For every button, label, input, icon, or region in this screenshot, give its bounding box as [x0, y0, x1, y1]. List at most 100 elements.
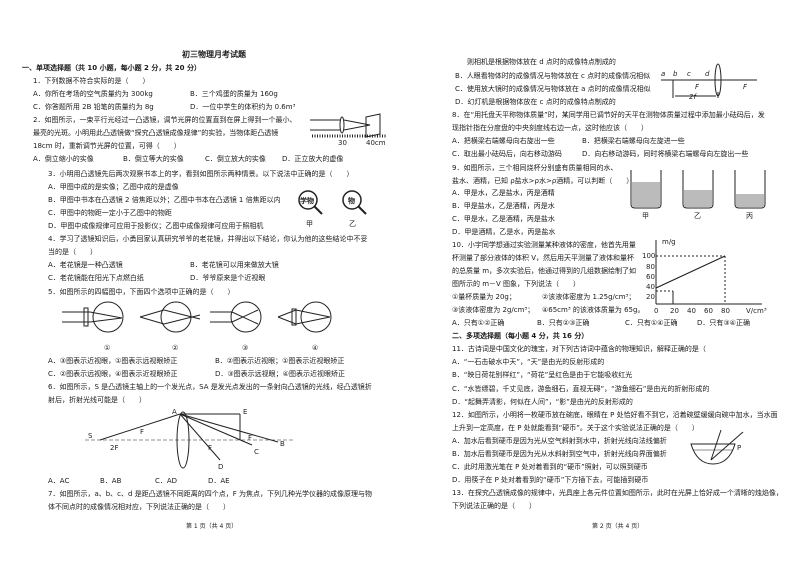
question-2-line3: 18cm 时，重新调节光屏的位置，可得（ ） — [33, 142, 181, 150]
label-2f: 2f — [689, 93, 697, 101]
ruler-label-30: 30 — [338, 139, 347, 147]
question-10-line3: 的总质量 m，多次实验后，他通过得到的几组数据绘制了如 — [452, 267, 637, 275]
label-B: B — [280, 440, 285, 448]
q12-option-d: D．用筷子在 P 处对着看到的“硬币”下方插下去，可能插到硬币 — [452, 476, 649, 484]
label-C: C — [254, 448, 259, 456]
mv-line — [655, 255, 726, 289]
question-3: 3．小明用凸透镜先后两次观察书本上的字，看到如图所示两种情景。以下说法中正确的是… — [48, 170, 354, 178]
point-d: d — [705, 70, 710, 78]
q10-option-a: A．只有①②正确 — [452, 319, 505, 327]
question-10-line2: 杯测量了部分液体的体积 V，然后用天平测量了液体和量杯 — [452, 254, 635, 262]
x-tick-80: 80 — [721, 307, 730, 315]
q3-option-b: B．甲图中书本在凸透镜 2 倍焦距以外；乙图中书本在凸透镜 1 倍焦距以内 — [48, 196, 281, 204]
x-tick-40: 40 — [687, 307, 696, 315]
label-F-left: F — [140, 428, 144, 436]
q12-option-c: C．此时用激光笔在 P 处对着看到的“硬币”照射，可以照到硬币 — [452, 463, 648, 471]
q7-option-c: C．使用放大镜时的成像情况与物体放在 a 点时的成像情况相似 — [455, 85, 651, 93]
q8-option-b: B．把横梁右端螺母向左旋进一些 — [582, 137, 685, 145]
question-5: 5．如图所示的四幅图中，下面四个选项中正确的是（ ） — [48, 288, 235, 296]
y-tick-20: 20 — [646, 293, 655, 301]
q6-option-d: D．AE — [208, 477, 230, 485]
x-tick-20: 20 — [670, 307, 679, 315]
q12-bowl-figure: P — [690, 429, 744, 465]
question-6: 6．如图所示，S 是凸透镜主轴上的一个发光点，SA 是发光点发出的一条射向凸透镜… — [48, 383, 372, 391]
q2-option-c: C．倒立放大的实像 — [205, 155, 266, 163]
q5-eye-diagrams: ① ② ③ ④ — [62, 301, 332, 352]
q10-statement-3: ③该液体密度为 2g/cm³； — [452, 306, 535, 314]
question-12-line2: 上升到一定高度，在 P 处就能看到“硬币”。关于这个实验说法正确的是（ ） — [452, 424, 699, 432]
x-axis-label: V/cm³ — [746, 307, 767, 315]
q7-option-b: B．人眼看物体时的成像情况与物体放在 c 点时的成像情况相似 — [455, 72, 651, 80]
eye-label-1: ① — [104, 344, 110, 352]
q6-lens-ray-figure: S A 2F F F F E C D B — [85, 408, 295, 471]
q2-option-b: B．倒立等大的实像 — [123, 155, 184, 163]
q2-lens-figure: 30 40cm — [310, 113, 386, 147]
question-9-line2: 盐水、酒精，已知 ρ盐水>ρ水>ρ酒精，可以判断（ ） — [452, 177, 634, 185]
q10-mv-graph: m/g V/cm³ 20 40 60 80 100 0 20 40 60 80 — [642, 238, 767, 315]
beaker-label-bing: 丙 — [746, 212, 753, 220]
q3-image-text-1: 学物 — [300, 196, 314, 205]
beaker-bing — [734, 170, 766, 209]
label-F-far: F — [248, 434, 252, 442]
q3-image-text-2: 物 — [348, 196, 355, 205]
question-2: 2．如图所示，一束平行光经过一凸透镜，调节光屏的位置直到在屏上得到一个最小、 — [33, 116, 297, 124]
q6-option-b: B．AB — [100, 477, 122, 485]
q6-option-a: A．AC — [48, 477, 70, 485]
q6-option-c: C．AD — [155, 477, 178, 485]
q5-option-a: A．③图表示近视眼，①图表示远视眼矫正 — [48, 357, 178, 365]
point-a: a — [661, 70, 665, 78]
q1-option-b: B．三个鸡蛋的质量为 160g — [190, 90, 278, 98]
question-10: 10．小宇同学想通过实验测量某种液体的密度，他首先用量 — [452, 241, 636, 249]
q8-option-d: D．向右移动游码，同时将横梁右端螺母向左旋出一些 — [582, 150, 749, 158]
q11-option-c: C．“水皆缥碧，千丈见底，游鱼细石，直视无碍”，“游鱼细石”是由光的折射形成的 — [452, 385, 710, 393]
question-8-line2: 现指针指在分度盘的中央刻度线右边一点，这时他应该（ ） — [452, 124, 648, 132]
q3-label-jia: 甲 — [306, 220, 313, 228]
beaker-label-jia: 甲 — [642, 212, 649, 220]
q3-option-d: D．甲图中成像规律可应用于投影仪；乙图中成像规律可应用于照相机 — [48, 222, 264, 230]
question-13-line2: 下列说法正确的是（ ） — [452, 502, 536, 510]
q9-option-a: A．甲是水，乙是盐水，丙是酒精 — [452, 189, 555, 197]
question-8: 8．在“用托盘天平称物体质量”时，某同学用已调节好的天平在测物体质量过程中添加最… — [452, 111, 765, 119]
eye-diagram-3 — [210, 301, 262, 333]
beaker-jia — [630, 170, 662, 209]
q11-option-d: D．“起舞弄清影，何似在人间”，“影”是由光的反射形成的 — [452, 398, 633, 406]
q10-option-b: B．只有②③正确 — [537, 319, 590, 327]
q1-option-c: C．你答题所用 2B 铅笔的质量约为 8g — [33, 103, 154, 111]
q12-option-b: B．加水后看到硬币是因为光从水斜射到空气中，折射光线向界面偏折 — [452, 450, 667, 458]
q9-option-b: B．甲是盐水，乙是酒精，丙是水 — [452, 202, 555, 210]
q4-option-d: D．爷爷原来是个近视眼 — [190, 274, 266, 282]
label-2F: 2F — [110, 444, 118, 452]
q4-option-c: C．老花镜能在阳光下点燃白纸 — [48, 274, 144, 282]
question-2-line2: 最亮的光斑。小明用此凸透镜做“探究凸透镜成像规律”的实验，当物体距凸透镜 — [33, 129, 279, 137]
q11-option-b: B．“映日荷花别样红”，“荷花”呈红色是由于它能吸收红光 — [452, 371, 633, 379]
focus-left: F — [695, 83, 700, 91]
eye-diagram-2 — [139, 301, 201, 333]
q2-option-d: D．正立放大的虚像 — [282, 155, 344, 163]
eye-diagram-1 — [62, 301, 124, 333]
q9-option-c: C．甲是水，乙是酒精，丙是盐水 — [452, 215, 555, 223]
exam-page-2: 则相机是根据物体放在 d 点时的成像特点制成的 B．人眼看物体时的成像情况与物体… — [397, 0, 794, 562]
q10-option-d: D．只有③④正确 — [697, 319, 750, 327]
q3-option-a: A．甲图中成的是实像；乙图中成的是虚像 — [48, 183, 179, 191]
eye-label-2: ② — [172, 344, 178, 352]
section-1-heading: 一、单项选择题（共 10 小题，每小题 2 分，共 20 分） — [22, 64, 201, 72]
y-axis-label: m/g — [662, 238, 676, 246]
question-9: 9．如图所示，三个相同烧杯分别盛有质量相同的水、 — [452, 164, 618, 172]
y-tick-60: 60 — [646, 273, 655, 281]
question-7-line2: 体不同点时的成像情况相对应，下列说法正确的是（ ） — [48, 503, 230, 511]
q8-option-c: C．取出最小砝码后，向右移动游码 — [452, 150, 562, 158]
label-P: P — [737, 444, 741, 452]
q9-beakers-figure: 甲 乙 丙 — [630, 170, 766, 220]
q2-option-a: A．倒立缩小的实像 — [33, 155, 94, 163]
q1-option-a: A．你所在考场的空气质量约为 300kg — [33, 90, 153, 98]
q12-option-a: A．加水后看到硬币是因为光从空气斜射到水中，折射光线向法线偏折 — [452, 437, 667, 445]
label-E: E — [243, 408, 247, 416]
q10-statement-1: ①量杯质量为 20g； — [452, 293, 516, 301]
question-7: 7．如图所示，a、b、c、d 是距凸透镜不同距离的四个点，F 为焦点，下列几种光… — [48, 490, 372, 498]
label-A: A — [172, 408, 177, 416]
eye-diagram-4 — [277, 301, 332, 333]
y-tick-80: 80 — [646, 263, 655, 271]
label-S: S — [88, 432, 93, 440]
q8-option-a: A．把横梁右端螺母向右旋出一些 — [452, 137, 555, 145]
q1-option-d: D．一位中学生的体积约为 0.6m³ — [190, 103, 296, 111]
